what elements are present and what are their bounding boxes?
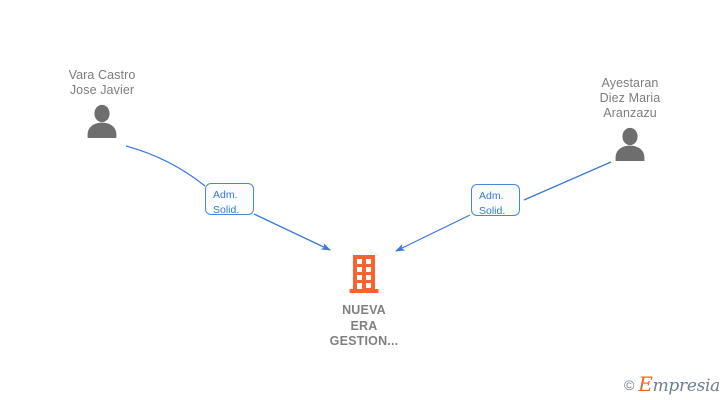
node-person-left[interactable]: Vara Castro Jose Javier — [27, 68, 177, 143]
edge-label-left[interactable]: Adm. Solid. — [205, 183, 254, 216]
edge-right-line-upper — [523, 161, 612, 201]
edge-right-line-lower — [394, 214, 471, 252]
brand-initial: E — [638, 372, 653, 396]
person-left-label: Vara Castro Jose Javier — [68, 68, 136, 97]
edge-label-right[interactable]: Adm. Solid. — [471, 184, 520, 217]
empresia-watermark: © Empresia — [624, 374, 720, 395]
copyright-icon: © — [623, 376, 635, 393]
edge-left-line-lower — [253, 213, 332, 251]
person-right-label: Ayestaran Diez Maria Aranzazu — [599, 76, 661, 120]
company-label: NUEVA ERA GESTION... — [329, 303, 399, 348]
edge-left-line-upper — [125, 145, 206, 187]
brand-wordmark: Empresia — [638, 374, 720, 395]
node-company-center[interactable]: NUEVA ERA GESTION... — [284, 255, 444, 350]
node-person-right[interactable]: Ayestaran Diez Maria Aranzazu — [555, 76, 705, 166]
person-icon — [611, 127, 649, 161]
brand-rest: mpresia — [652, 376, 721, 396]
building-icon — [349, 255, 379, 293]
person-icon — [83, 104, 121, 138]
